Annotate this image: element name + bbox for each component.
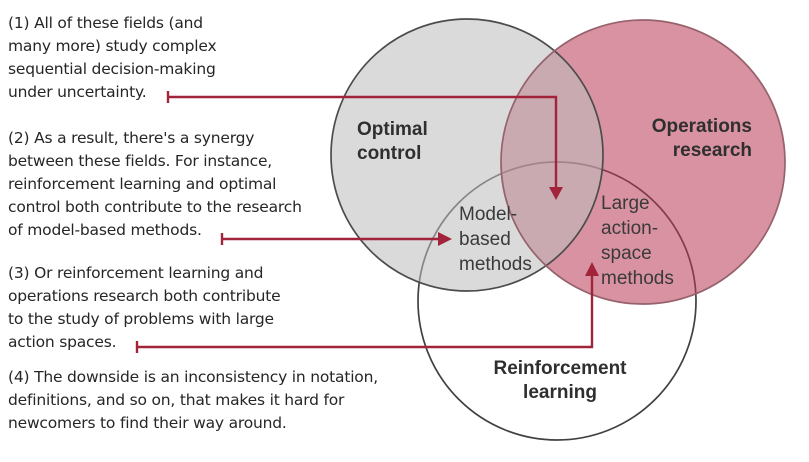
annotation-3: (3) Or reinforcement learning and operat…: [8, 264, 281, 351]
annotation-2: (2) As a result, there's a synergy betwe…: [8, 129, 302, 239]
large-action-space-methods-label: Large action- space methods: [601, 193, 674, 289]
operations-research-label: Operations research: [651, 116, 752, 161]
arrow-1: [166, 91, 563, 200]
arrow-2: [220, 232, 452, 246]
operations-research-circle-outline: [500, 19, 786, 305]
reinforcement-learning-label: Reinforcement learning: [493, 358, 627, 403]
arrow-3: [135, 262, 599, 353]
optimal-control-label: Optimal control: [357, 119, 428, 164]
annotation-4: (4) The downside is an inconsistency in …: [8, 368, 378, 432]
annotation-1: (1) All of these fields (and many more) …: [8, 14, 217, 101]
model-based-methods-label: Model- based methods: [459, 204, 532, 275]
optimal-control-circle: [330, 18, 604, 292]
